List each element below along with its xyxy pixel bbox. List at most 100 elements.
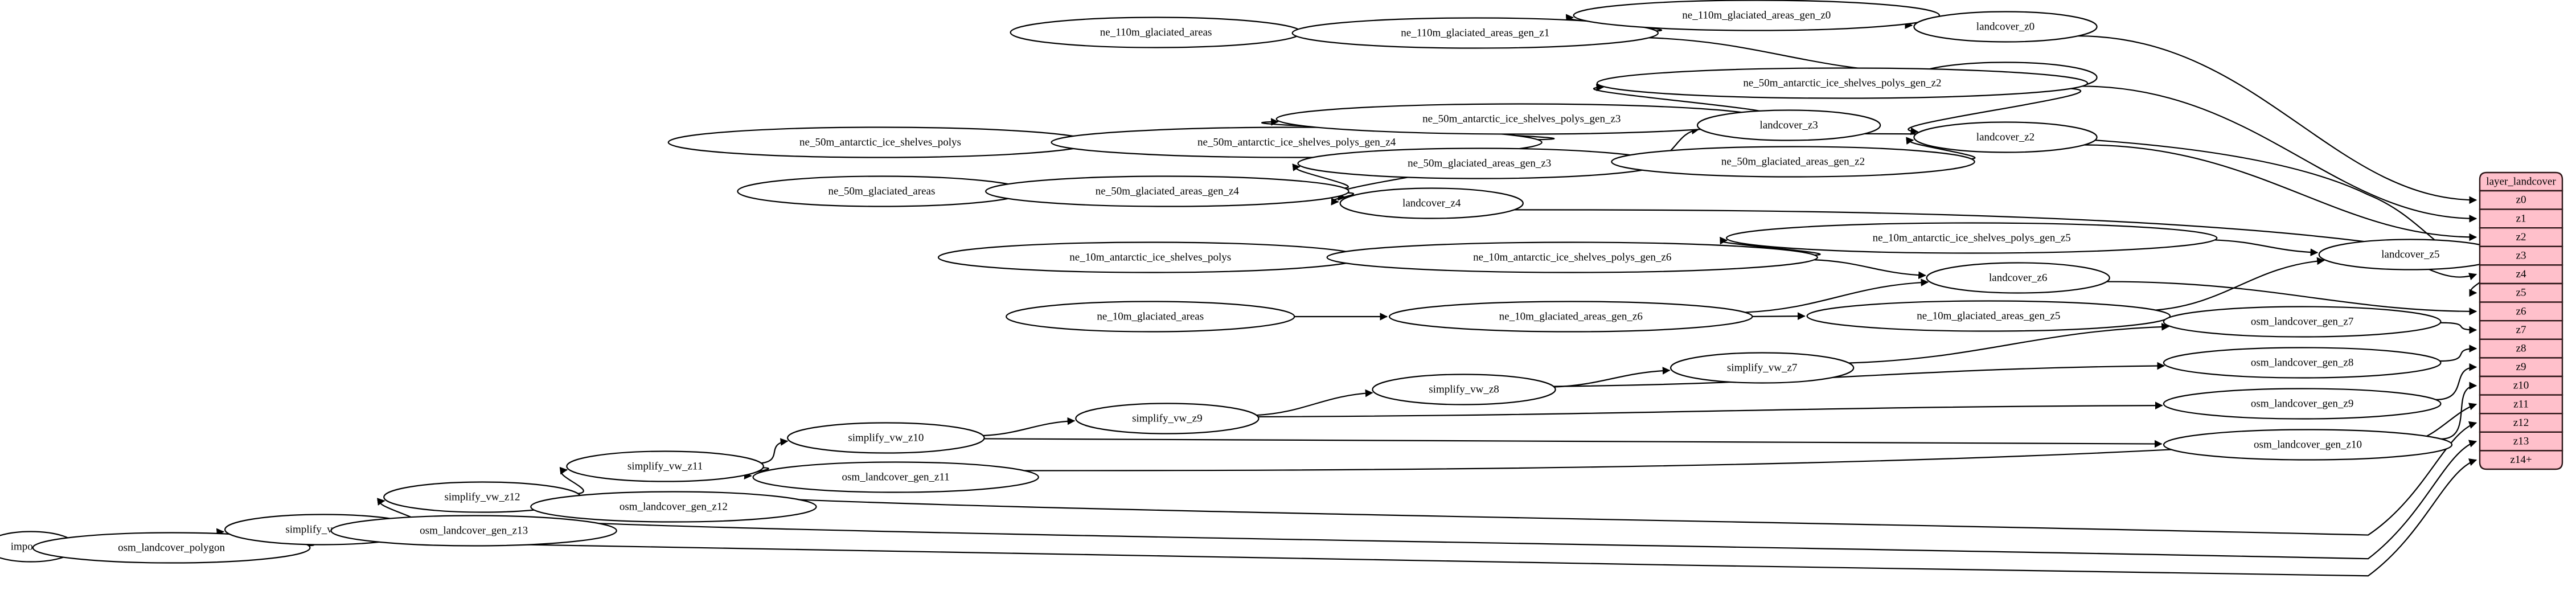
node-label-landcover_z0: landcover_z0 — [1976, 20, 2034, 32]
node-osm_landcover_gen_z12[interactable]: osm_landcover_gen_z12 — [530, 491, 817, 523]
node-label-ne_110m_glaciated_areas: ne_110m_glaciated_areas — [1100, 26, 1212, 38]
table-row-z1[interactable]: z1 — [2479, 208, 2563, 229]
node-simplify_vw_z8[interactable]: simplify_vw_z8 — [1372, 374, 1556, 405]
edge-simplify_vw_z10-to-simplify_vw_z9 — [983, 417, 1076, 437]
table-row-z0[interactable]: z0 — [2479, 190, 2563, 210]
node-landcover_z4[interactable]: landcover_z4 — [1339, 187, 1524, 219]
node-label-ne_50m_glaciated_areas_gen_z2: ne_50m_glaciated_areas_gen_z2 — [1721, 155, 1865, 167]
node-ne_10m_antarctic_ice_shelves_polys_gen_z5[interactable]: ne_10m_antarctic_ice_shelves_polys_gen_z… — [1725, 222, 2218, 254]
table-row-z11[interactable]: z11 — [2479, 394, 2563, 415]
node-shape-osm_landcover_gen_z7 — [2163, 306, 2442, 338]
node-ne_10m_glaciated_areas_gen_z5[interactable]: ne_10m_glaciated_areas_gen_z5 — [1806, 300, 2171, 332]
node-simplify_vw_z11[interactable]: simplify_vw_z11 — [566, 450, 764, 482]
table-row-z4[interactable]: z4 — [2479, 264, 2563, 285]
table-row-z7[interactable]: z7 — [2479, 320, 2563, 340]
node-osm_landcover_gen_z7[interactable]: osm_landcover_gen_z7 — [2163, 306, 2442, 338]
edge-ne_10m_glaciated_areas_gen_z5-to-landcover_z5 — [2155, 257, 2325, 311]
table-row-z8[interactable]: z8 — [2479, 338, 2563, 359]
node-shape-landcover_z0 — [1913, 11, 2098, 43]
node-landcover_z0[interactable]: landcover_z0 — [1913, 11, 2098, 43]
table-row-z13-label: z13 — [2513, 435, 2529, 447]
edge-ne_110m_glaciated_areas_gen_z1-to-landcover_z1 — [1648, 37, 1917, 77]
node-ne_10m_antarctic_ice_shelves_polys_gen_z6[interactable]: ne_10m_antarctic_ice_shelves_polys_gen_z… — [1326, 241, 1818, 273]
node-ne_110m_glaciated_areas_gen_z1[interactable]: ne_110m_glaciated_areas_gen_z1 — [1291, 17, 1659, 49]
node-shape-ne_10m_antarctic_ice_shelves_polys_gen_z5 — [1725, 222, 2218, 254]
node-label-ne_110m_glaciated_areas_gen_z0: ne_110m_glaciated_areas_gen_z0 — [1682, 9, 1831, 21]
edge-simplify_vw_z10-to-osm_landcover_gen_z10 — [984, 438, 2163, 448]
node-ne_50m_antarctic_ice_shelves_polys_gen_z2[interactable]: ne_50m_antarctic_ice_shelves_polys_gen_z… — [1596, 67, 2089, 99]
edge-osm_landcover_gen_z10-to-layer_landcover-z10 — [2440, 382, 2477, 440]
table-row-z10-label: z10 — [2513, 380, 2529, 392]
edge-osm_landcover_gen_z7-to-layer_landcover-z7 — [2440, 322, 2477, 334]
table-header-layer-landcover[interactable]: layer_landcover — [2479, 171, 2563, 192]
table-row-z5-label: z5 — [2516, 287, 2526, 299]
table-row-z9-label: z9 — [2516, 361, 2526, 373]
node-ne_50m_glaciated_areas_gen_z4[interactable]: ne_50m_glaciated_areas_gen_z4 — [985, 175, 1349, 207]
edge-landcover_z6-to-layer_landcover-z6 — [2106, 281, 2477, 315]
edge-osm_landcover_gen_z9-to-layer_landcover-z9 — [2435, 363, 2477, 401]
node-osm_landcover_gen_z11[interactable]: osm_landcover_gen_z11 — [752, 461, 1039, 493]
node-osm_landcover_gen_z8[interactable]: osm_landcover_gen_z8 — [2163, 347, 2442, 379]
table-row-z4-label: z4 — [2516, 268, 2526, 280]
node-ne_10m_antarctic_ice_shelves_polys[interactable]: ne_10m_antarctic_ice_shelves_polys — [937, 241, 1363, 273]
node-ne_50m_glaciated_areas[interactable]: ne_50m_glaciated_areas — [737, 175, 1027, 207]
node-label-osm_landcover_gen_z10: osm_landcover_gen_z10 — [2254, 438, 2362, 450]
node-ne_110m_glaciated_areas_gen_z0[interactable]: ne_110m_glaciated_areas_gen_z0 — [1573, 0, 1940, 31]
node-ne_50m_glaciated_areas_gen_z2[interactable]: ne_50m_glaciated_areas_gen_z2 — [1611, 146, 1975, 178]
node-shape-ne_10m_glaciated_areas — [1006, 301, 1295, 333]
edge-simplify_vw_z8-to-osm_landcover_gen_z8 — [1553, 362, 2165, 387]
node-osm_landcover_gen_z9[interactable]: osm_landcover_gen_z9 — [2163, 388, 2442, 420]
node-shape-simplify_vw_z8 — [1372, 374, 1556, 405]
node-shape-ne_50m_glaciated_areas_gen_z4 — [985, 175, 1349, 207]
node-osm_landcover_gen_z13[interactable]: osm_landcover_gen_z13 — [330, 515, 617, 547]
node-shape-landcover_z3 — [1696, 109, 1881, 141]
table-row-z6[interactable]: z6 — [2479, 301, 2563, 322]
edge-ne_10m_antarctic_ice_shelves_polys_gen_z6-to-landcover_z6 — [1814, 259, 1926, 280]
node-shape-simplify_vw_z10 — [787, 422, 985, 454]
node-label-ne_50m_glaciated_areas_gen_z3: ne_50m_glaciated_areas_gen_z3 — [1408, 157, 1551, 169]
node-ne_50m_antarctic_ice_shelves_polys[interactable]: ne_50m_antarctic_ice_shelves_polys — [667, 126, 1093, 158]
node-shape-ne_50m_antarctic_ice_shelves_polys_gen_z2 — [1596, 67, 2089, 99]
node-ne_50m_antarctic_ice_shelves_polys_gen_z3[interactable]: ne_50m_antarctic_ice_shelves_polys_gen_z… — [1275, 103, 1768, 135]
table-row-z13[interactable]: z13 — [2479, 431, 2563, 452]
node-ne_10m_glaciated_areas_gen_z6[interactable]: ne_10m_glaciated_areas_gen_z6 — [1388, 301, 1753, 333]
node-ne_10m_glaciated_areas[interactable]: ne_10m_glaciated_areas — [1006, 301, 1295, 333]
table-row-z2[interactable]: z2 — [2479, 227, 2563, 247]
node-landcover_z2[interactable]: landcover_z2 — [1913, 121, 2098, 153]
node-ne_50m_glaciated_areas_gen_z3[interactable]: ne_50m_glaciated_areas_gen_z3 — [1297, 147, 1662, 179]
table-row-z5[interactable]: z5 — [2479, 282, 2563, 303]
table-row-z14plus-bg — [2479, 450, 2563, 470]
node-simplify_vw_z9[interactable]: simplify_vw_z9 — [1075, 403, 1260, 434]
node-label-osm_landcover_gen_z9: osm_landcover_gen_z9 — [2251, 397, 2353, 409]
node-label-ne_50m_antarctic_ice_shelves_polys_gen_z3: ne_50m_antarctic_ice_shelves_polys_gen_z… — [1422, 113, 1621, 125]
node-osm_landcover_gen_z10[interactable]: osm_landcover_gen_z10 — [2163, 429, 2453, 461]
node-shape-simplify_vw_z7 — [1670, 352, 1855, 384]
node-landcover_z3[interactable]: landcover_z3 — [1696, 109, 1881, 141]
edge-landcover_z0-to-layer_landcover-z0 — [2078, 35, 2477, 204]
table-row-z14plus[interactable]: z14+ — [2479, 450, 2563, 470]
node-ne_110m_glaciated_areas[interactable]: ne_110m_glaciated_areas — [1010, 17, 1302, 48]
node-label-simplify_vw_z7: simplify_vw_z7 — [1727, 362, 1798, 374]
table-row-z10[interactable]: z10 — [2479, 375, 2563, 396]
table-row-z12[interactable]: z12 — [2479, 413, 2563, 433]
node-landcover_z5[interactable]: landcover_z5 — [2318, 239, 2503, 270]
node-simplify_vw_z10[interactable]: simplify_vw_z10 — [787, 422, 985, 454]
node-landcover_z6[interactable]: landcover_z6 — [1926, 262, 2110, 294]
table-row-z3[interactable]: z3 — [2479, 245, 2563, 266]
node-shape-ne_10m_antarctic_ice_shelves_polys_gen_z6 — [1326, 241, 1818, 273]
edge-simplify_vw_z12-to-simplify_vw_z11 — [559, 466, 584, 494]
node-label-ne_10m_glaciated_areas_gen_z5: ne_10m_glaciated_areas_gen_z5 — [1917, 310, 2060, 322]
table-row-z7-label: z7 — [2516, 324, 2526, 336]
edge-landcover_z2-to-layer_landcover-z2 — [2084, 144, 2477, 241]
table-row-z9[interactable]: z9 — [2479, 357, 2563, 378]
node-shape-osm_landcover_gen_z10 — [2163, 429, 2453, 461]
table-row-z0-label: z0 — [2516, 194, 2526, 206]
node-simplify_vw_z7[interactable]: simplify_vw_z7 — [1670, 352, 1855, 384]
node-label-landcover_z4: landcover_z4 — [1402, 197, 1461, 209]
node-label-simplify_vw_z12: simplify_vw_z12 — [444, 491, 520, 503]
node-osm_landcover_polygon[interactable]: osm_landcover_polygon — [32, 532, 311, 564]
table-row-z14plus-label: z14+ — [2510, 454, 2532, 466]
